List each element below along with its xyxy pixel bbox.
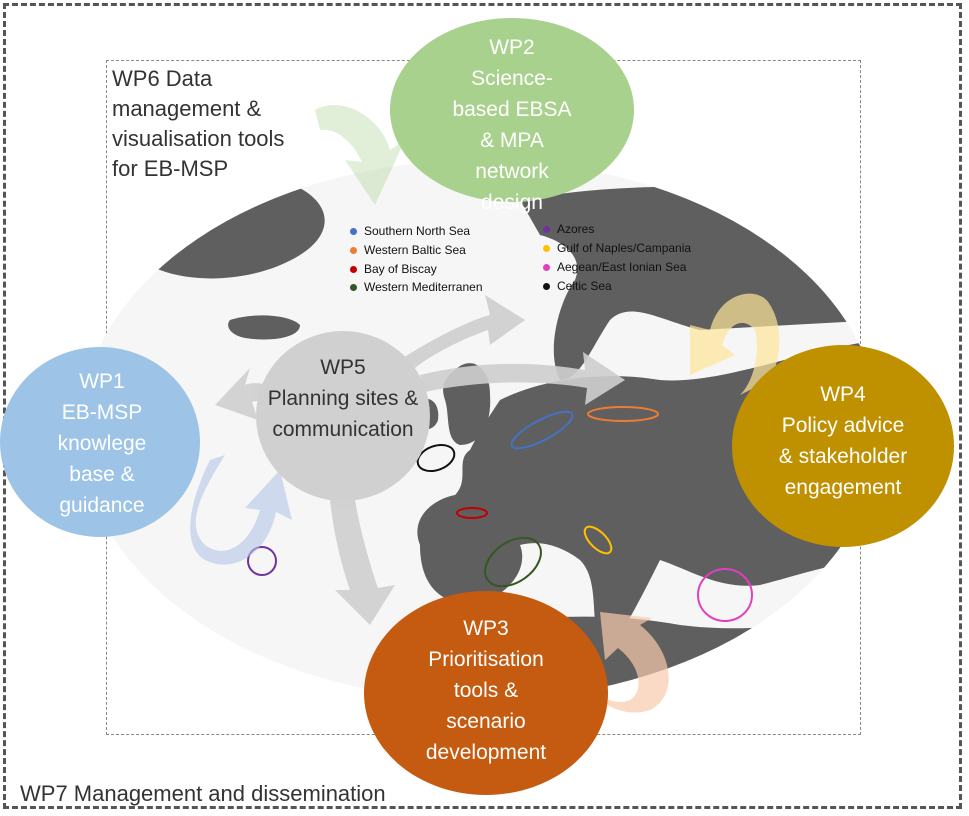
wp4-line: engagement (784, 476, 902, 499)
wp1-circle (0, 347, 200, 537)
site-azores (247, 546, 277, 576)
wp2-title: WP2 (489, 36, 535, 59)
wp1-line: guidance (59, 494, 145, 517)
wp3-line: development (425, 741, 547, 764)
legend-label: Celtic Sea (557, 279, 612, 293)
wp1-title: WP1 (79, 370, 125, 393)
legend-label: Western Mediterranen (364, 280, 483, 294)
wp4-circle (732, 345, 954, 547)
wp5-text: WP5 Planning sites & communication (253, 352, 433, 445)
wp3-circle (364, 591, 608, 795)
legend-label: Aegean/East Ionian Sea (557, 260, 687, 274)
legend-dot (543, 283, 550, 290)
wp5-circle (256, 331, 430, 501)
arrow-wp5-to-wp4 (420, 352, 625, 405)
legend-label: Bay of Biscay (364, 262, 437, 276)
wp4-line: & stakeholder (778, 445, 908, 468)
wp2-line: & MPA (480, 129, 544, 152)
wp3-line: scenario (446, 710, 526, 733)
wp5-line: Planning sites & (267, 387, 419, 410)
wp2-line: based EBSA (452, 98, 572, 121)
iceland-shape (228, 315, 300, 340)
wp3-text: WP3 Prioritisation tools & scenario deve… (386, 613, 586, 768)
site-aegean (697, 568, 753, 622)
site-western-baltic (587, 406, 659, 422)
wp4-title: WP4 (820, 383, 866, 406)
wp1-text: WP1 EB-MSP knowlege base & guidance (12, 366, 192, 521)
legend-dot (543, 245, 550, 252)
wp2-line: network (475, 160, 549, 183)
wp4-line: Policy advice (781, 414, 905, 437)
wp1-line: base & (69, 463, 135, 486)
wp1-line: knowlege (57, 432, 147, 455)
wp1-line: EB-MSP (61, 401, 143, 424)
feedback-arrow-wp1 (190, 455, 292, 565)
feedback-arrow-wp2 (315, 104, 405, 205)
feedback-arrow-wp4 (690, 293, 780, 395)
site-southern-north-sea (510, 410, 574, 450)
legend-label: Azores (557, 222, 595, 236)
site-bay-of-biscay (456, 507, 488, 519)
wp7-label: WP7 Management and dissemination (20, 781, 386, 806)
arrow-wp5-to-wp1 (215, 368, 300, 420)
site-western-mediterranean (484, 536, 542, 588)
wp2-line: Science- (471, 67, 553, 90)
arrow-wp5-to-wp3 (330, 500, 395, 625)
wp5-title: WP5 (320, 356, 366, 379)
legend-label: Gulf of Naples/Campania (557, 241, 692, 255)
wp2-text: WP2 Science- based EBSA & MPA network de… (412, 32, 612, 218)
arrow-wp5-to-wp2 (400, 295, 525, 372)
wp3-line: Prioritisation (428, 648, 544, 671)
wp3-title: WP3 (463, 617, 509, 640)
wp6-label: WP6 Data management & visualisation tool… (112, 66, 285, 181)
legend-dot (543, 226, 550, 233)
site-gulf-of-naples (583, 525, 613, 555)
iberia-shape (420, 533, 523, 605)
wp3-line: tools & (453, 679, 519, 702)
outer-frame-wp7 (3, 3, 962, 809)
legend-dot (350, 266, 357, 273)
wp5-line: communication (272, 418, 414, 441)
wp2-circle (390, 18, 634, 202)
legend-dot (350, 247, 357, 254)
wp4-text: WP4 Policy advice & stakeholder engageme… (743, 379, 943, 503)
legend-dot (543, 264, 550, 271)
legend-dot (350, 228, 357, 235)
legend-label: Western Baltic Sea (364, 243, 466, 257)
wp2-line: design (481, 191, 543, 214)
legend-label: Southern North Sea (364, 224, 471, 238)
legend-dot (350, 284, 357, 291)
site-celtic-sea (416, 443, 456, 473)
